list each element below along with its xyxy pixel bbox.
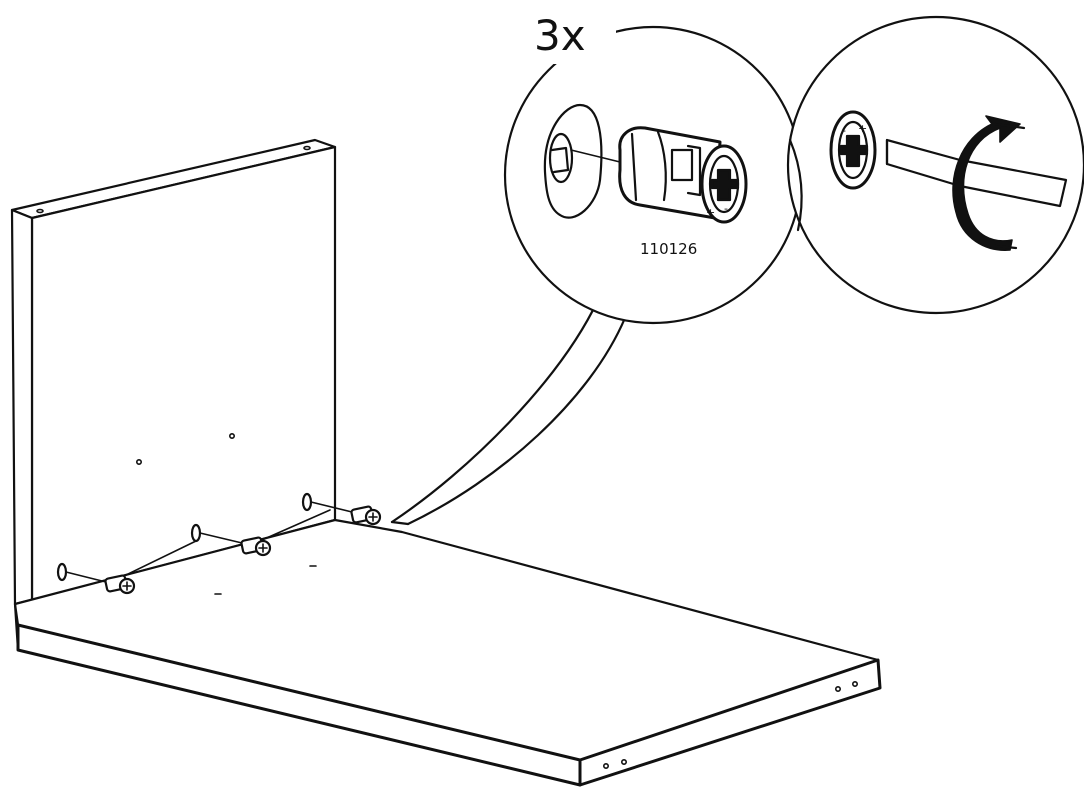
callout-pointer <box>390 298 627 526</box>
cam-dowel-icon <box>240 536 272 557</box>
svg-text:-: - <box>842 124 846 137</box>
cam-dowel-1 <box>56 562 136 595</box>
bottom-panel <box>13 518 882 787</box>
cam-dowel-2 <box>190 523 272 557</box>
rotation-arrow-icon <box>952 115 1026 251</box>
cam-dowel-icon <box>350 505 382 526</box>
part-number-label: 110126 <box>640 240 697 258</box>
svg-text:+: + <box>858 122 867 135</box>
cam-dowel-icon: + - <box>618 126 748 224</box>
callout-circle-dowel: + - 110126 3x <box>503 8 803 325</box>
svg-text:+: + <box>706 206 715 219</box>
dowel-hole-2 <box>190 523 202 543</box>
svg-text:-: - <box>724 202 728 215</box>
cam-dowel-3 <box>301 492 382 526</box>
dowel-set <box>56 492 382 595</box>
callout-circle-tighten: + - <box>786 15 1084 315</box>
dowel-hole-1 <box>56 562 68 582</box>
back-panel <box>10 138 337 606</box>
quantity-label: 3x <box>534 11 586 60</box>
dowel-hole-3 <box>301 492 313 512</box>
cam-dowel-icon <box>104 574 136 595</box>
